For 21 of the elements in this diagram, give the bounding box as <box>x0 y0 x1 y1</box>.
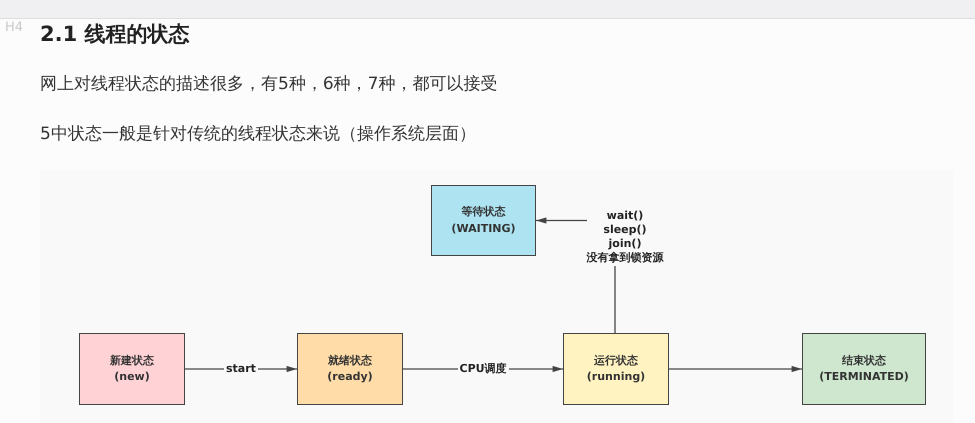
state-label: (ready) <box>327 369 373 385</box>
state-label: 结束状态 <box>842 352 886 368</box>
edge-label: CPU调度 <box>458 362 509 376</box>
state-box <box>79 333 185 405</box>
paragraph: 网上对线程状态的描述很多，有5种，6种，7种，都可以接受 <box>40 73 498 95</box>
paragraph: 5中状态一般是针对传统的线程状态来说（操作系统层面） <box>40 123 476 145</box>
state-box <box>802 333 926 405</box>
state-box <box>431 185 536 256</box>
state-label: (WAITING) <box>451 220 516 236</box>
edge-label: wait() sleep() join() 没有拿到锁资源 <box>586 208 664 266</box>
state-label: 运行状态 <box>594 352 638 368</box>
state-label: 新建状态 <box>110 352 154 368</box>
state-label: (new) <box>114 369 150 385</box>
arrow <box>669 366 802 372</box>
state-box <box>297 333 403 405</box>
state-label: 等待状态 <box>462 204 506 220</box>
state-label: (running) <box>586 369 646 385</box>
state-label: (TERMINATED) <box>819 369 909 385</box>
section-heading: 2.1 线程的状态 <box>40 21 190 48</box>
state-label: 就绪状态 <box>328 352 372 368</box>
state-box <box>563 333 669 405</box>
